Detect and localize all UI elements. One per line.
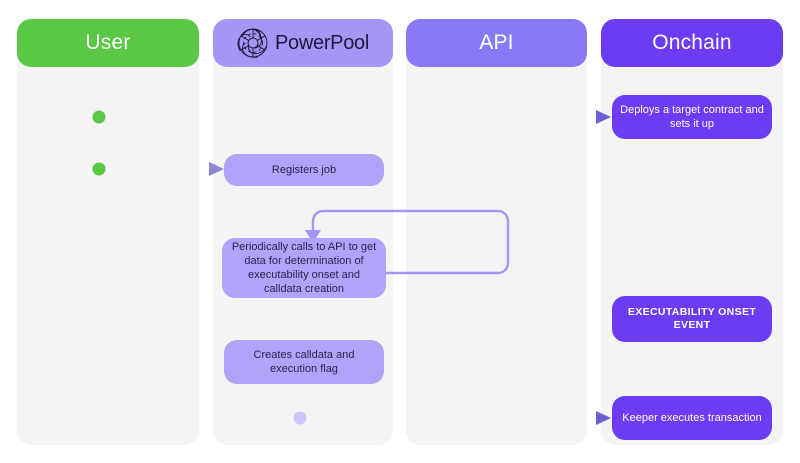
lane-header-user: User: [17, 19, 199, 67]
step-box-periodic-label: Periodically calls to API to get data fo…: [231, 240, 377, 296]
lane-header-user-label: User: [85, 31, 131, 54]
step-box-keeper-executes-transaction[interactable]: Keeper executes transaction: [612, 396, 772, 440]
step-box-deploys-target-contract[interactable]: Deploys a target contract and sets it up: [612, 95, 772, 139]
step-box-keeper-label: Keeper executes transaction: [622, 411, 762, 424]
step-box-registers-job[interactable]: Registers job: [224, 154, 384, 186]
powerpool-logo-icon: [237, 28, 268, 58]
step-box-deploys-label: Deploys a target contract and sets it up: [620, 103, 764, 130]
lane-header-onchain: Onchain: [601, 19, 783, 67]
lane-header-api-label: API: [479, 31, 514, 54]
status-badge-executability-onset-event: EXECUTABILITY ONSET EVENT: [612, 296, 772, 342]
lane-header-powerpool: PowerPool: [213, 19, 393, 67]
lane-panel-api: [406, 19, 587, 445]
step-box-calldata-label: Creates calldata and execution flag: [253, 348, 355, 375]
lane-panel-user: [17, 19, 199, 445]
step-box-creates-calldata[interactable]: Creates calldata and execution flag: [224, 340, 384, 384]
lane-header-onchain-label: Onchain: [652, 31, 732, 54]
step-box-registers-label: Registers job: [271, 163, 337, 176]
lane-header-powerpool-label: PowerPool: [274, 31, 370, 54]
step-box-periodic-api-calls[interactable]: Periodically calls to API to get data fo…: [222, 238, 386, 298]
status-badge-label: EXECUTABILITY ONSET EVENT: [627, 305, 757, 331]
lane-panel-onchain: [601, 19, 783, 445]
lane-header-api: API: [406, 19, 587, 67]
